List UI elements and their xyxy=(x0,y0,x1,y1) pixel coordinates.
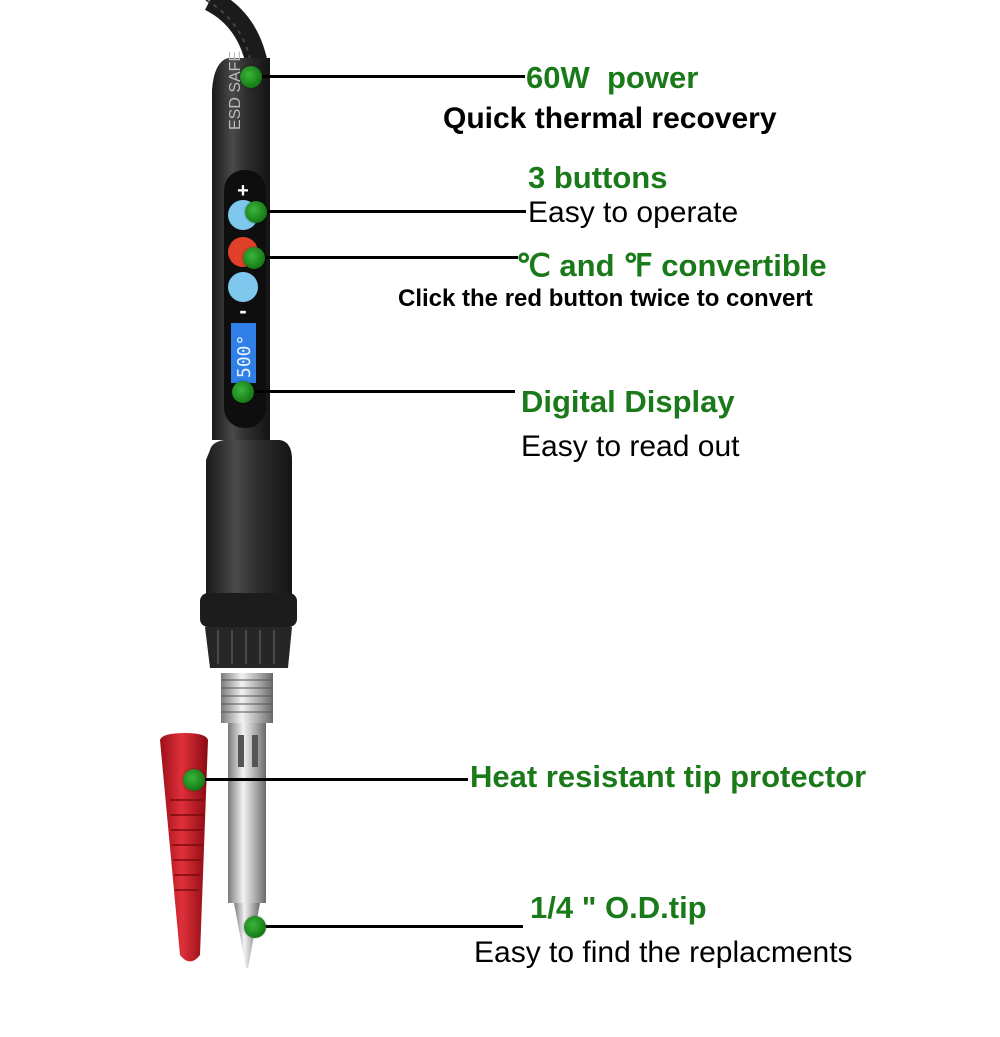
buttons-leader-line xyxy=(258,210,526,213)
tip-marker-dot xyxy=(244,916,266,938)
protector-leader-line xyxy=(196,778,468,781)
display-marker-dot xyxy=(232,381,254,403)
buttons-subtitle: Easy to operate xyxy=(528,196,739,229)
handle-grip xyxy=(206,440,292,600)
convert-subtitle: Click the red button twice to convert xyxy=(398,285,813,312)
tip-protector xyxy=(160,733,208,962)
power-title: 60W power xyxy=(526,60,699,95)
buttons-title: 3 buttons xyxy=(528,160,668,195)
metal-collar xyxy=(221,673,273,723)
grip-nut xyxy=(205,627,292,668)
grip-ring xyxy=(200,593,297,627)
display-leader-line xyxy=(245,390,515,393)
display-reading: 500° xyxy=(234,335,255,378)
display-title: Digital Display xyxy=(521,384,735,419)
convert-leader-line xyxy=(258,256,518,259)
power-leader-line xyxy=(255,75,525,78)
power-subtitle: Quick thermal recovery xyxy=(443,102,777,135)
minus-sign: - xyxy=(239,298,246,323)
convert-marker-dot xyxy=(243,247,265,269)
esd-safe-marking: ESD SAFE xyxy=(227,51,244,130)
power-marker-dot xyxy=(240,66,262,88)
plus-sign: + xyxy=(237,180,249,202)
protector-marker-dot xyxy=(183,769,205,791)
display-subtitle: Easy to read out xyxy=(521,430,740,463)
tip-subtitle: Easy to find the replacments xyxy=(474,936,853,969)
heater-barrel xyxy=(228,723,266,903)
protector-title: Heat resistant tip protector xyxy=(470,759,867,794)
digital-display-screen xyxy=(231,323,256,383)
tip-title: 1/4 " O.D.tip xyxy=(530,890,707,925)
buttons-marker-dot xyxy=(245,201,267,223)
minus-button xyxy=(228,272,258,302)
convert-title: ℃ and ℉ convertible xyxy=(516,248,827,283)
tip-leader-line xyxy=(258,925,523,928)
